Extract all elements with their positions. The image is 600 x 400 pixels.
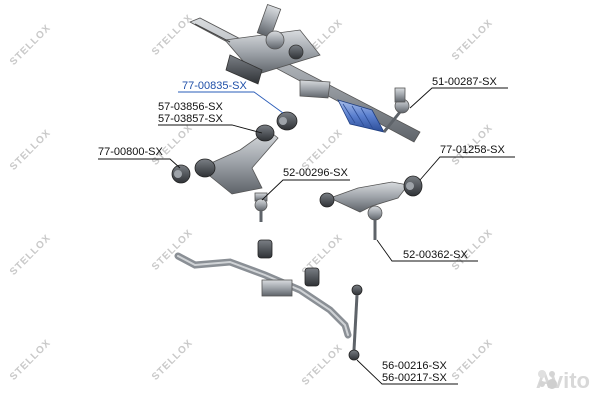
part-label-52-00362: 52-00362-SX xyxy=(403,249,468,261)
avito-logo-icon xyxy=(537,370,557,389)
part-label-77-01258: 77-01258-SX xyxy=(440,144,505,156)
part-label-77-00800: 77-00800-SX xyxy=(98,146,163,158)
part-label-52-00296: 52-00296-SX xyxy=(283,167,348,179)
stabilizer-bar xyxy=(174,239,352,339)
bushing-77-00800 xyxy=(171,164,191,184)
part-label-57-03856: 57-03856-SX xyxy=(158,101,223,113)
steering-rack xyxy=(189,3,421,143)
ball-joint-52-00296 xyxy=(254,192,268,222)
upper-arm xyxy=(319,175,423,240)
leader-lines xyxy=(98,87,515,385)
part-label-56-00216: 56-00216-SX xyxy=(382,360,447,372)
bushing-77-00835 xyxy=(276,111,298,131)
part-label-77-00835: 77-00835-SX xyxy=(182,80,247,92)
part-label-57-03857: 57-03857-SX xyxy=(158,113,223,125)
part-label-51-00287: 51-00287-SX xyxy=(432,76,497,88)
tie-rod-end xyxy=(382,87,410,133)
lower-control-arm xyxy=(194,124,279,195)
stabilizer-link xyxy=(348,284,363,361)
part-label-56-00217: 56-00217-SX xyxy=(382,372,447,384)
avito-watermark: Avito xyxy=(536,368,590,394)
